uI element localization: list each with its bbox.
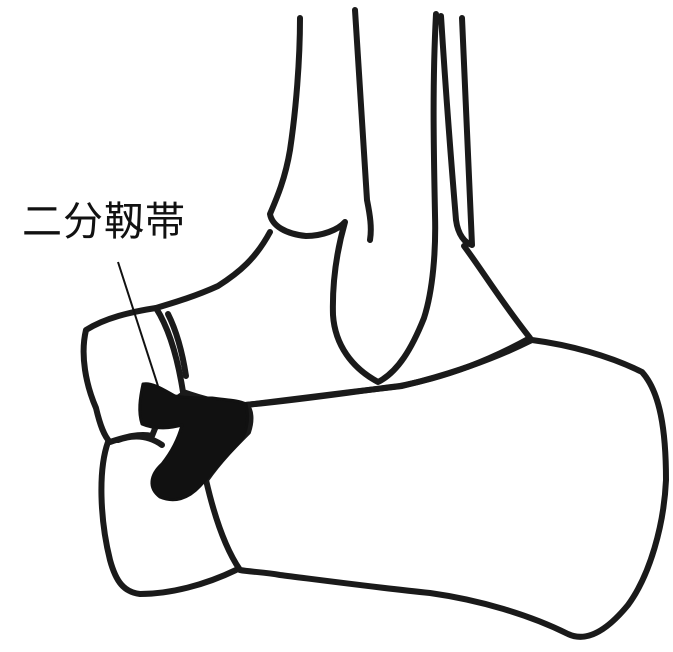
fibula-bone <box>355 10 371 240</box>
calcaneus-bone <box>206 340 666 637</box>
fibula-bone-right <box>441 16 472 245</box>
label-leader-line <box>118 262 158 386</box>
ligament-label: 二分靱帯 <box>22 198 186 246</box>
cuboid-upper-line <box>118 437 162 445</box>
tibia-bone <box>270 14 436 382</box>
talus-bone <box>156 232 530 405</box>
